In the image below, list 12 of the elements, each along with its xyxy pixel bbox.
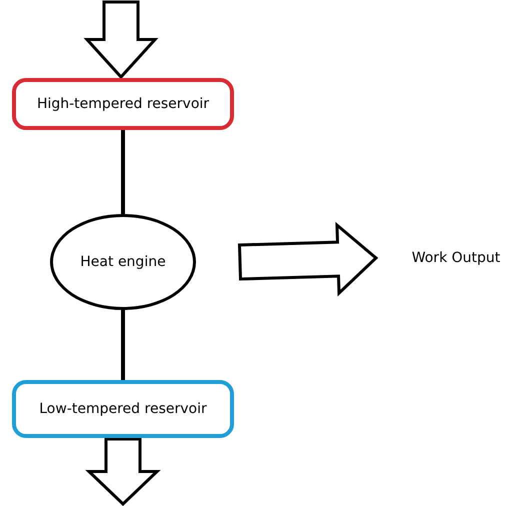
block-arrow <box>238 222 378 296</box>
connector-line <box>121 310 125 380</box>
engine-ellipse <box>50 214 196 310</box>
reservoir-box <box>12 380 234 438</box>
connector-line <box>121 130 125 214</box>
node-label: Work Output <box>412 250 500 266</box>
block-arrow <box>85 438 161 506</box>
reservoir-box <box>12 78 234 130</box>
node-label: Low-tempered reservoir <box>39 401 207 417</box>
node-label: Heat engine <box>80 254 166 270</box>
node-label: High-tempered reservoir <box>36 96 210 112</box>
block-arrow <box>84 0 158 80</box>
